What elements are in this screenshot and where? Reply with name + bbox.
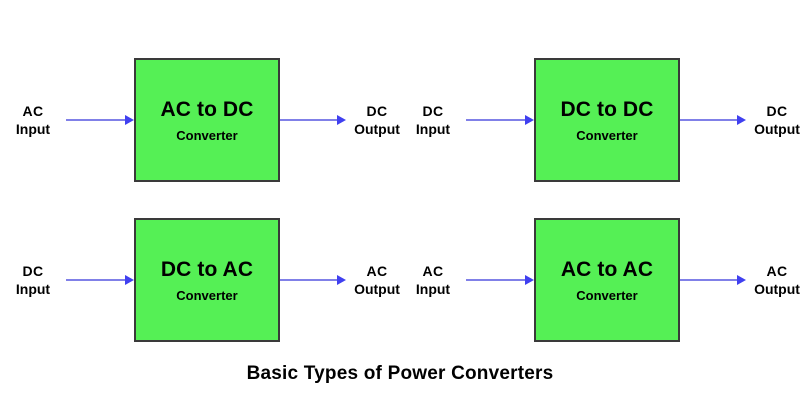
arrow-shaft (66, 119, 126, 121)
output-kind-label: AC (766, 262, 788, 279)
input-kind-label: DC (422, 102, 444, 119)
arrow-head-icon (337, 275, 346, 285)
converter-stage-dc-to-ac: DC Input DC to AC Converter AC Output (0, 200, 400, 360)
output-kind-label: DC (766, 102, 788, 119)
converter-block-dc-to-ac[interactable]: DC to AC Converter (134, 218, 280, 342)
converter-block-grid: AC Input AC to DC Converter DC Output (0, 40, 800, 342)
output-kind-label: AC (366, 262, 388, 279)
output-direction-label: Output (754, 281, 800, 297)
diagram-caption: Basic Types of Power Converters (246, 363, 554, 384)
output-direction-label: Output (354, 121, 400, 137)
input-direction-label: Input (415, 121, 451, 137)
output-label-dc-to-ac: AC Output (346, 262, 408, 299)
output-direction-label: Output (354, 281, 400, 297)
converter-subtitle: Converter (576, 287, 638, 303)
input-direction-label: Input (15, 281, 51, 297)
converter-block-ac-to-ac[interactable]: AC to AC Converter (534, 218, 680, 342)
converter-title: DC to DC (560, 97, 654, 121)
output-direction-label: Output (754, 121, 800, 137)
converter-stage-ac-to-dc: AC Input AC to DC Converter DC Output (0, 40, 400, 200)
arrow-shaft (680, 279, 738, 281)
output-arrow-icon-dc-to-ac (280, 273, 346, 287)
converter-title: AC to DC (160, 97, 254, 121)
converter-subtitle: Converter (576, 127, 638, 143)
output-arrow-icon-ac-to-dc (280, 113, 346, 127)
converter-stage-dc-to-dc: DC Input DC to DC Converter DC Output (400, 40, 800, 200)
output-arrow-icon-dc-to-dc (680, 113, 746, 127)
input-direction-label: Input (15, 121, 51, 137)
arrow-head-icon (737, 115, 746, 125)
input-label-dc-to-ac: DC Input (2, 262, 64, 299)
converter-stage-ac-to-ac: AC Input AC to AC Converter AC Output (400, 200, 800, 360)
input-label-ac-to-ac: AC Input (402, 262, 464, 299)
arrow-shaft (66, 279, 126, 281)
input-direction-label: Input (415, 281, 451, 297)
converter-subtitle: Converter (176, 287, 238, 303)
arrow-shaft (280, 279, 338, 281)
input-kind-label: AC (22, 102, 44, 119)
converter-subtitle: Converter (176, 127, 238, 143)
converter-block-ac-to-dc[interactable]: AC to DC Converter (134, 58, 280, 182)
input-label-dc-to-dc: DC Input (402, 102, 464, 139)
input-label-ac-to-dc: AC Input (2, 102, 64, 139)
arrow-head-icon (337, 115, 346, 125)
input-arrow-icon-ac-to-ac (466, 273, 534, 287)
input-arrow-icon-dc-to-ac (66, 273, 134, 287)
arrow-shaft (466, 279, 526, 281)
converter-title: DC to AC (160, 257, 254, 281)
arrow-head-icon (125, 115, 134, 125)
arrow-shaft (680, 119, 738, 121)
input-kind-label: AC (422, 262, 444, 279)
arrow-head-icon (525, 115, 534, 125)
arrow-head-icon (125, 275, 134, 285)
output-label-ac-to-ac: AC Output (746, 262, 800, 299)
converter-title: AC to AC (560, 257, 654, 281)
output-arrow-icon-ac-to-ac (680, 273, 746, 287)
arrow-head-icon (737, 275, 746, 285)
input-arrow-icon-ac-to-dc (66, 113, 134, 127)
arrow-shaft (466, 119, 526, 121)
arrow-head-icon (525, 275, 534, 285)
arrow-shaft (280, 119, 338, 121)
output-kind-label: DC (366, 102, 388, 119)
input-arrow-icon-dc-to-dc (466, 113, 534, 127)
converter-block-dc-to-dc[interactable]: DC to DC Converter (534, 58, 680, 182)
output-label-dc-to-dc: DC Output (746, 102, 800, 139)
output-label-ac-to-dc: DC Output (346, 102, 408, 139)
input-kind-label: DC (22, 262, 44, 279)
